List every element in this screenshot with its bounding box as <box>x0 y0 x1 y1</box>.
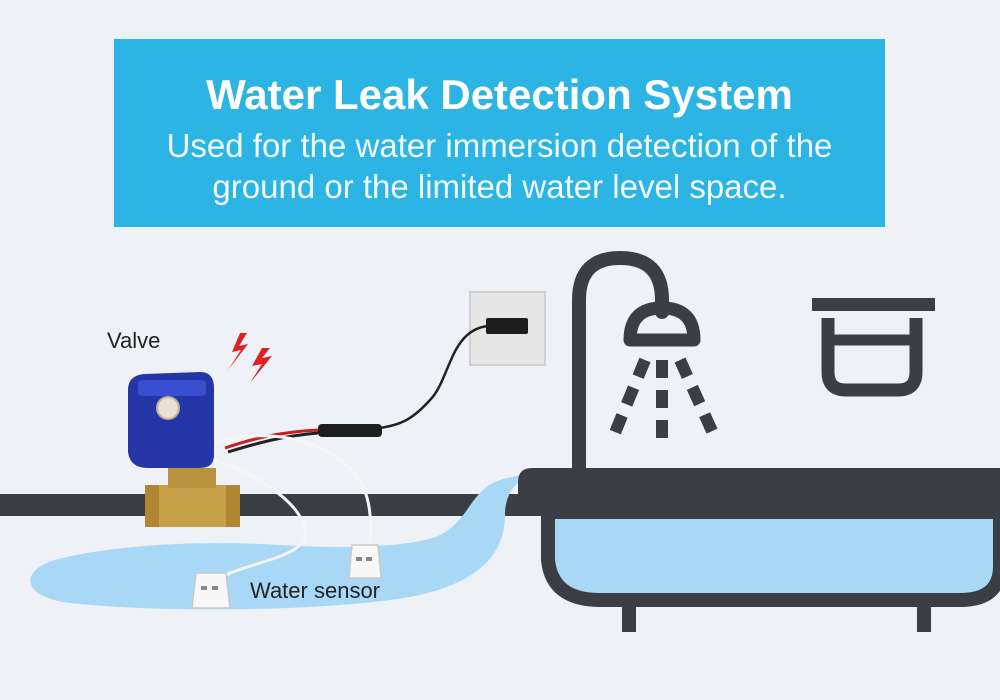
valve-label: Valve <box>107 328 161 353</box>
bathtub-icon <box>518 468 1000 632</box>
page-subtitle: Used for the water immersion detection o… <box>166 127 833 205</box>
water-pipe <box>0 494 560 516</box>
shower-head-icon <box>572 250 722 475</box>
page-title: Water Leak Detection System <box>206 71 793 118</box>
water-puddle <box>30 470 560 610</box>
water-sensor-icon <box>348 544 382 579</box>
water-sensor-icon <box>191 572 231 609</box>
wall-socket-icon <box>469 291 546 366</box>
lightning-icon <box>228 333 272 383</box>
valve-icon <box>128 372 240 527</box>
cable-connector <box>318 424 382 437</box>
bowl-icon <box>812 298 935 397</box>
water-sensor-label: Water sensor <box>250 578 381 603</box>
title-banner: Water Leak Detection System Used for the… <box>114 39 885 227</box>
power-cable <box>379 324 489 430</box>
